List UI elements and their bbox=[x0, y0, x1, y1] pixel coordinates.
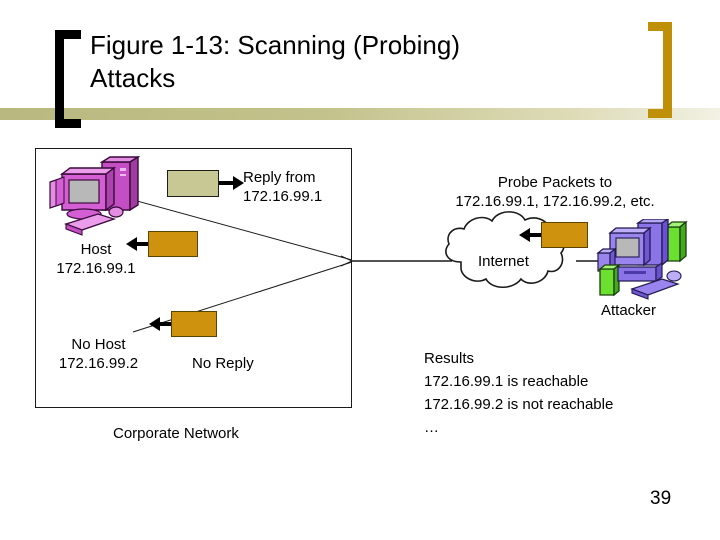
results-text: Results 172.16.99.1 is reachable 172.16.… bbox=[424, 350, 614, 436]
internet-label: Internet bbox=[478, 253, 529, 270]
title-accent-band bbox=[0, 108, 720, 120]
packet-box-reply bbox=[167, 170, 219, 197]
bracket-left-decoration bbox=[55, 30, 81, 128]
arrow-probe-left bbox=[519, 228, 541, 242]
no-host-label: No Host 172.16.99.2 bbox=[58, 336, 139, 372]
no-reply-label: No Reply bbox=[192, 355, 254, 372]
attacker-computer-icon bbox=[596, 219, 688, 300]
attacker-label: Attacker bbox=[601, 302, 657, 319]
reply-from-label: Reply from 172.16.99.1 bbox=[243, 169, 323, 205]
probe-packets-label: Probe Packets to 172.16.99.1, 172.16.99.… bbox=[455, 174, 655, 210]
host-computer-icon bbox=[49, 156, 140, 236]
page-number: 39 bbox=[650, 488, 672, 509]
bracket-right-decoration bbox=[648, 22, 672, 118]
packet-box-host-probe bbox=[148, 231, 198, 257]
packet-box-nohost-probe bbox=[171, 311, 217, 337]
page-title: Figure 1-13: Scanning (Probing) Attacks bbox=[90, 30, 460, 93]
host-label: Host 172.16.99.1 bbox=[56, 241, 136, 277]
packet-box-attacker-probe bbox=[541, 222, 588, 248]
corporate-network-label: Corporate Network bbox=[113, 425, 239, 442]
